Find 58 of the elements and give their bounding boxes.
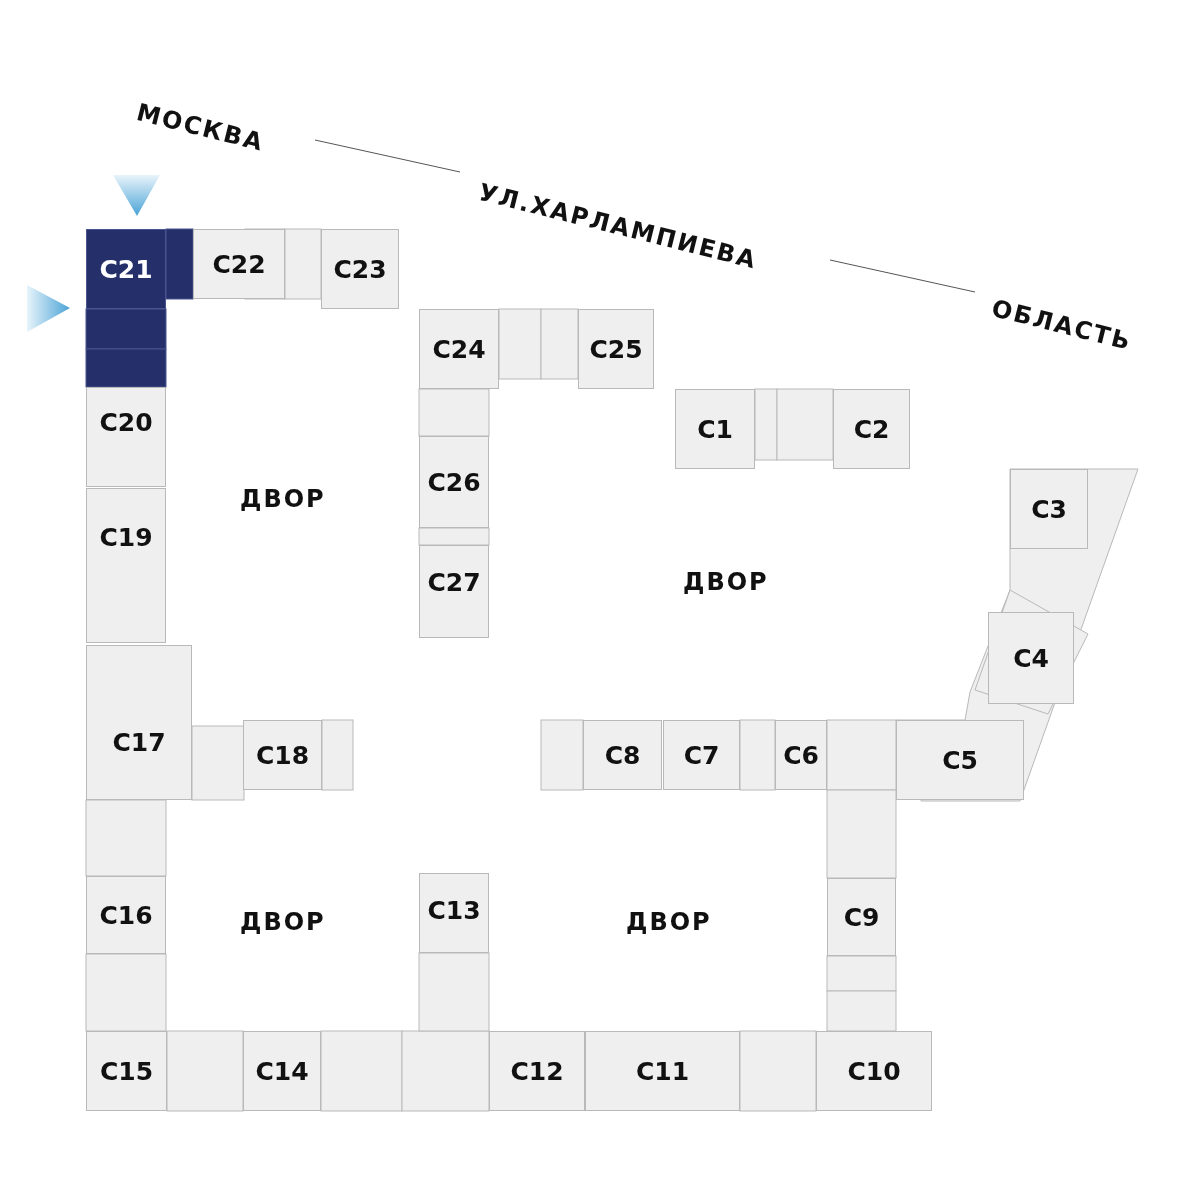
section-number: С13 xyxy=(427,898,481,923)
section-number: С12 xyxy=(510,1058,564,1084)
section-number: С1 xyxy=(697,416,733,442)
section-number: С23 xyxy=(333,256,387,282)
section-block xyxy=(827,878,896,956)
section-number: С27 xyxy=(427,570,481,595)
section-block xyxy=(243,1031,321,1111)
section-number: С6 xyxy=(783,742,819,768)
section-number: С2 xyxy=(853,416,890,442)
section-number: С24 xyxy=(432,336,486,362)
section-number: С22 xyxy=(212,251,266,277)
section-block xyxy=(578,309,654,389)
section-number: С18 xyxy=(255,742,310,768)
section-number: С25 xyxy=(589,336,643,362)
section-number: С15 xyxy=(99,1058,154,1084)
section-number: С19 xyxy=(99,525,153,550)
section-number: С14 xyxy=(255,1058,309,1084)
section-number: С17 xyxy=(112,730,166,755)
section-number: С3 xyxy=(1031,496,1067,522)
section-block xyxy=(833,389,910,469)
section-block xyxy=(816,1031,932,1111)
section-block xyxy=(193,229,285,299)
section-block xyxy=(86,876,166,954)
courtyard-label: ДВОР xyxy=(626,910,712,934)
section-block xyxy=(489,1031,585,1111)
section-block xyxy=(419,873,489,953)
section-block xyxy=(321,229,399,309)
section-block xyxy=(419,436,489,528)
section-block xyxy=(86,645,192,800)
section-block xyxy=(585,1031,740,1111)
section-block xyxy=(243,720,322,790)
section-block xyxy=(896,720,1024,800)
courtyard-label: ДВОР xyxy=(240,487,326,511)
section-block xyxy=(988,612,1074,704)
section-number: С5 xyxy=(942,747,978,773)
section-number: С11 xyxy=(635,1058,690,1084)
section-number: С8 xyxy=(604,742,641,768)
section-block xyxy=(86,229,166,309)
section-block xyxy=(419,309,499,389)
section-block xyxy=(1010,469,1088,549)
section-number: С10 xyxy=(847,1058,901,1084)
section-block xyxy=(775,720,827,790)
section-number: С21 xyxy=(99,256,153,282)
courtyard-label: ДВОР xyxy=(240,910,326,934)
section-number: С20 xyxy=(99,410,153,435)
section-number: С4 xyxy=(1013,645,1049,671)
section-number: С9 xyxy=(843,904,880,930)
section-number: С7 xyxy=(683,742,720,768)
section-block xyxy=(86,387,166,487)
section-number: С26 xyxy=(427,469,481,495)
courtyard-label: ДВОР xyxy=(683,570,769,594)
section-number: С16 xyxy=(99,902,153,928)
section-block xyxy=(675,389,755,469)
section-block xyxy=(583,720,662,790)
section-block xyxy=(86,488,166,643)
section-block xyxy=(86,1031,167,1111)
section-block xyxy=(663,720,740,790)
section-block xyxy=(419,545,489,638)
